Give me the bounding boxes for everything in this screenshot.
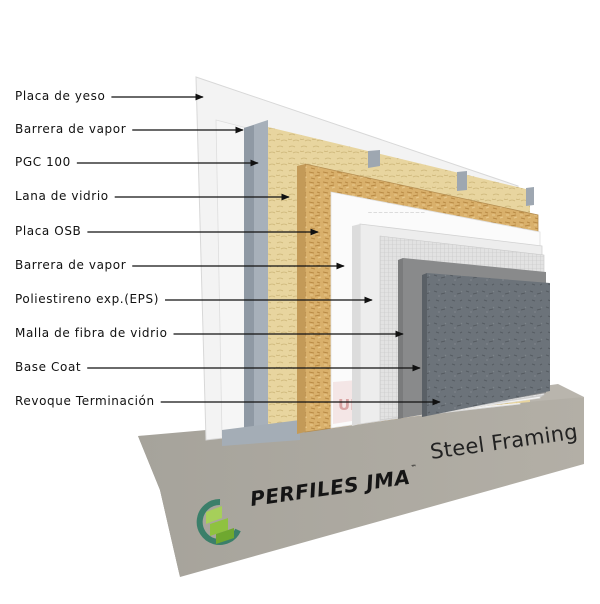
label-pgc-100: PGC 100	[15, 155, 71, 169]
label-barrera-de-vapor-2: Barrera de vapor	[15, 258, 127, 272]
finish-render-layer	[427, 273, 550, 416]
jma-logo-icon	[196, 498, 241, 545]
pgc-stud-2	[368, 150, 380, 168]
finish-render-edge	[422, 273, 427, 417]
pgc-stud-4	[526, 187, 534, 206]
brand-trademark: ™	[410, 463, 418, 472]
label-barrera-de-vapor-1: Barrera de vapor	[15, 122, 127, 136]
label-placa-osb: Placa OSB	[15, 224, 82, 238]
label-malla-fibra-vidrio: Malla de fibra de vidrio	[15, 326, 168, 340]
label-base-coat: Base Coat	[15, 360, 82, 374]
base-coat-edge	[398, 258, 403, 419]
pgc-bottom-track	[222, 420, 300, 446]
pgc-stud-3	[457, 171, 467, 191]
label-poliestireno-eps: Poliestireno exp.(EPS)	[15, 292, 160, 306]
label-lana-de-vidrio: Lana de vidrio	[15, 189, 109, 203]
osb-board-edge	[297, 164, 305, 434]
label-revoque-terminacion: Revoque Terminación	[15, 394, 155, 408]
label-placa-de-yeso: Placa de yeso	[15, 89, 106, 103]
svg-text:— — — — — — — — — — —: — — — — — — — — — — —	[368, 210, 425, 215]
pgc-stud-main-edge	[244, 125, 254, 436]
leader-arrows	[76, 93, 441, 406]
eps-board-edge	[352, 224, 360, 426]
